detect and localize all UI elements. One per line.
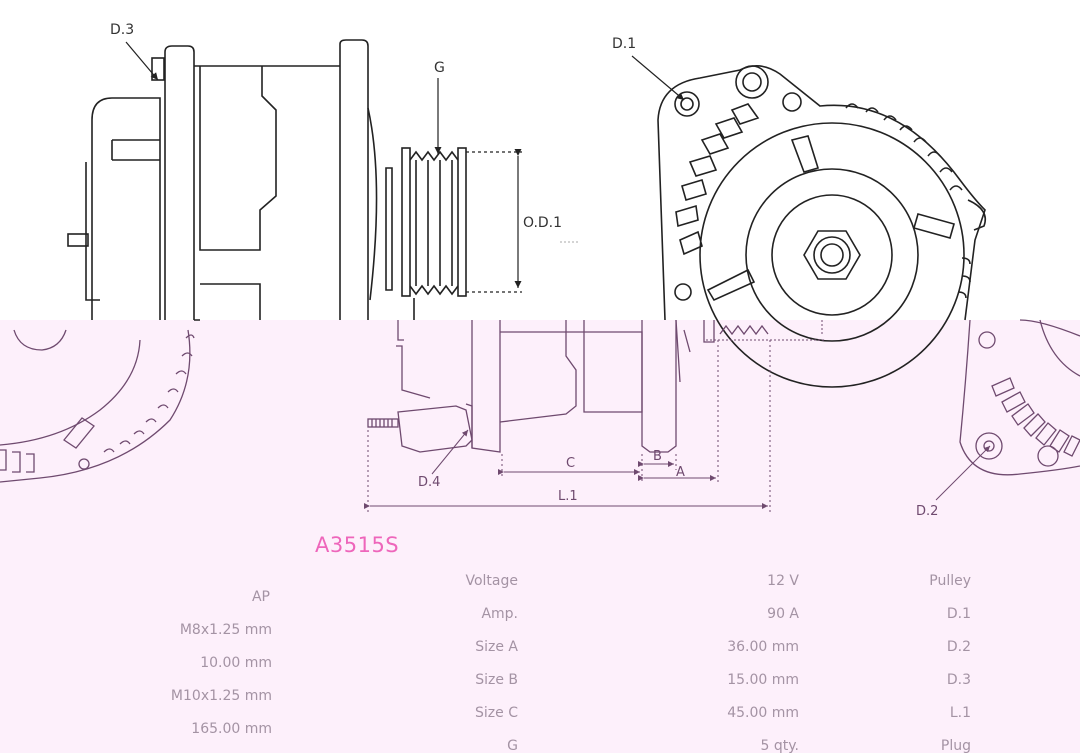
side-view-bottom [367, 319, 769, 453]
label-d4: D.4 [418, 475, 440, 490]
spec-value: 165.00 mm [191, 721, 272, 737]
label-d3: D.3 [110, 22, 134, 38]
spec-label: Voltage [465, 573, 518, 589]
spec-value: 5 qty. [760, 738, 799, 754]
label-b: B [653, 449, 662, 464]
spec-value: 10.00 mm [200, 655, 272, 671]
label-d2: D.2 [916, 504, 938, 519]
callouts-top [125, 41, 685, 154]
spec-label: Size A [475, 639, 518, 655]
spec-value: 45.00 mm [727, 705, 799, 721]
label-a: A [676, 465, 685, 480]
spec-label: Amp. [481, 606, 518, 622]
spec-value: 15.00 mm [727, 672, 799, 688]
rear-view-bottom-left [0, 329, 195, 483]
label-c: C [566, 456, 575, 471]
spec-value: 36.00 mm [727, 639, 799, 655]
spec-label: L.1 [949, 705, 971, 721]
spec-value: M10x1.25 mm [170, 688, 272, 704]
od1-dimension [466, 148, 580, 293]
spec-value: AP [251, 589, 270, 605]
label-g: G [434, 60, 445, 76]
spec-value: M8x1.25 mm [179, 622, 272, 638]
spec-value: 12 V [767, 573, 799, 589]
label-od1: O.D.1 [523, 215, 562, 231]
label-d1: D.1 [612, 36, 636, 52]
spec-value: 90 A [767, 606, 799, 622]
spec-label: Size B [475, 672, 518, 688]
spec-label: Size C [475, 705, 518, 721]
spec-label: D.3 [946, 672, 971, 688]
spec-label: D.2 [946, 639, 971, 655]
model-number: A3515S [315, 533, 400, 557]
side-view-top [67, 39, 467, 321]
spec-panel [0, 320, 1080, 753]
dimension-lines-bottom [364, 320, 991, 512]
spec-label: Plug [940, 738, 971, 754]
front-view-bottom-right [959, 319, 1080, 476]
spec-label: D.1 [946, 606, 971, 622]
spec-label: G [507, 738, 518, 754]
spec-label: Pulley [929, 573, 971, 589]
label-l1: L.1 [558, 489, 578, 504]
front-view-top [657, 65, 987, 388]
